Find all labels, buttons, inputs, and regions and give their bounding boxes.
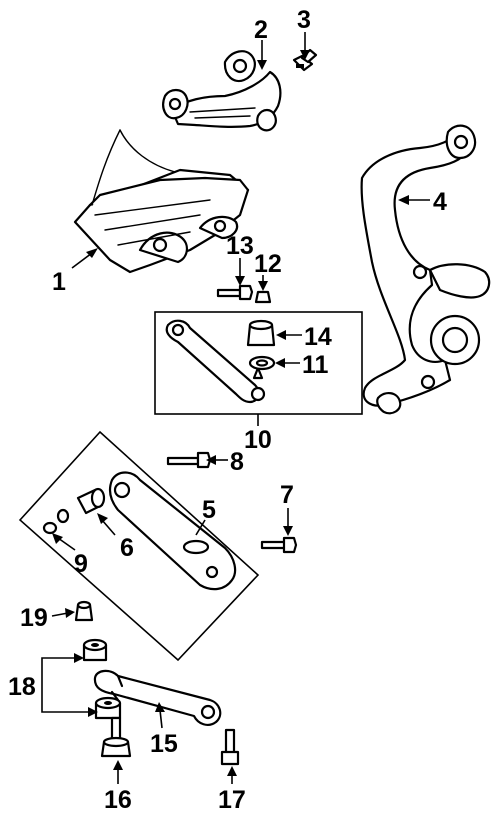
callout-17: 17 [218,786,246,814]
callout-18: 18 [8,673,36,701]
part-11-washer [248,355,276,371]
part-12-nut [254,290,272,304]
callout-8: 8 [230,448,244,476]
part-14-bushing [246,319,276,347]
callout-13: 13 [226,232,254,260]
part-15-lateral-link [93,669,222,726]
callout-labels: 1 2 3 4 5 6 7 8 9 10 11 12 13 14 15 16 1… [8,6,447,814]
callout-11: 11 [302,351,329,379]
part-16-link-end [100,716,132,758]
part-2-upper-control-arm [162,50,282,132]
part-17-bolt [220,728,240,766]
callout-9: 9 [74,550,88,578]
callout-12: 12 [254,250,282,278]
callout-2: 2 [254,16,268,44]
part-6-bushing [76,487,106,515]
callout-7: 7 [280,481,294,509]
part-19-bushing [74,600,94,622]
part-8-bolt [166,451,212,469]
part-5-trailing-arm-box [18,430,260,662]
callout-3: 3 [297,6,311,34]
callout-5: 5 [202,496,216,524]
callout-4: 4 [433,188,447,216]
callout-1: 1 [52,268,66,296]
part-7-bolt [260,536,298,554]
leader-lines [41,32,430,784]
callout-16: 16 [104,786,132,814]
callout-14: 14 [304,323,332,351]
part-1-crossmember [73,129,250,274]
part-4-knuckle [360,124,491,415]
part-9-cap [42,508,70,535]
callout-15: 15 [150,730,178,758]
callout-6: 6 [120,534,134,562]
callout-10: 10 [244,426,272,454]
callout-19: 19 [20,604,48,632]
part-13-bolt [216,284,254,301]
